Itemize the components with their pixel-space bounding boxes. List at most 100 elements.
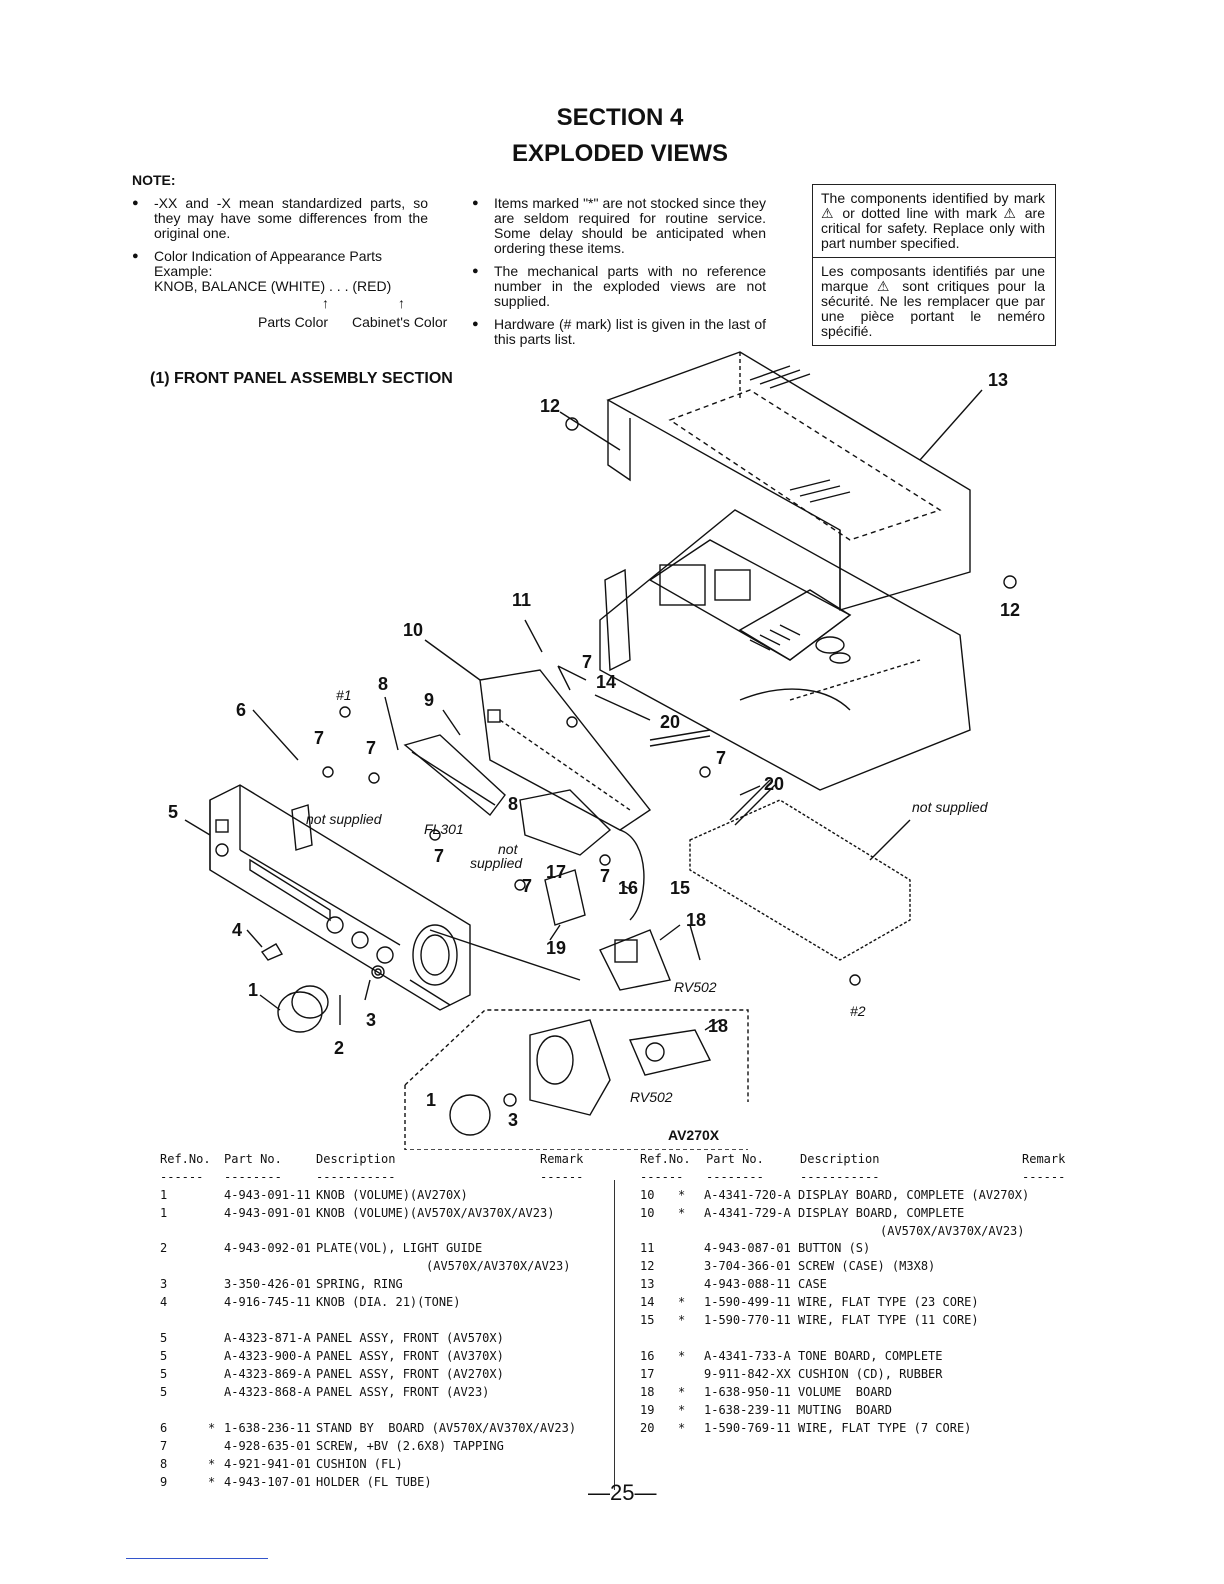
dash-part-right: -------- [706, 1170, 764, 1184]
standby-board-drawing [291, 804, 313, 851]
safety-notice-box: The components identified by mark ⚠ or d… [812, 184, 1056, 346]
callout-12: 12 [540, 396, 560, 416]
callout-3b: 3 [508, 1110, 518, 1130]
header-desc: Description [316, 1152, 396, 1166]
header-remark-right: Remark [1022, 1152, 1066, 1166]
not-label: not [498, 841, 519, 857]
display-board-drawing [479, 669, 652, 831]
safety-notice-french: Les composants identifiés par une marque… [813, 257, 1055, 345]
screw-drawings [322, 417, 1017, 986]
fl-holder-drawing [403, 734, 506, 817]
note-item-mechanical: The mechanical parts with no reference n… [472, 264, 766, 309]
callout-18b: 18 [708, 1016, 728, 1036]
callout-18: 18 [686, 910, 706, 930]
callout-5: 5 [168, 802, 178, 822]
callout-19: 19 [546, 938, 566, 958]
dash-desc: ----------- [316, 1170, 396, 1184]
av270x-label: AV270X [668, 1127, 720, 1143]
page-title: EXPLODED VIEWS [511, 140, 729, 167]
rv502-label-2: RV502 [630, 1089, 673, 1105]
section-number: SECTION 4 [556, 104, 684, 131]
callout-20b: 20 [764, 774, 784, 794]
page-number: —25— [588, 1480, 657, 1505]
dash-desc-right: ----------- [800, 1170, 880, 1184]
supplied-label: supplied [470, 855, 523, 871]
arrow-up-icon: ↑ [398, 295, 405, 311]
header-part: Part No. [224, 1152, 282, 1166]
dash-part: -------- [224, 1170, 282, 1184]
callout-14: 14 [596, 672, 616, 692]
volume-board-drawing [599, 929, 671, 991]
section-heading: (1) FRONT PANEL ASSEMBLY SECTION [150, 370, 453, 387]
callout-7g: 7 [522, 876, 532, 896]
hardware-1-label: #1 [336, 687, 352, 703]
fl301-label: FL301 [424, 821, 464, 837]
note-item-not-stocked: Items marked "*" are not stocked since t… [472, 196, 766, 256]
callout-16: 16 [618, 878, 638, 898]
dash-ref: ------ [160, 1170, 204, 1184]
callout-7d: 7 [716, 748, 726, 768]
note-arrows: ↑ ↑ [132, 294, 428, 312]
callout-10: 10 [403, 620, 423, 640]
callout-15: 15 [670, 878, 690, 898]
parts-color-label: Parts Color [258, 314, 329, 330]
front-panel-drawing [209, 784, 471, 1011]
safety-notice-english: The components identified by mark ⚠ or d… [821, 190, 1045, 251]
table-divider [614, 1180, 615, 1490]
dash-ref-right: ------ [640, 1170, 684, 1184]
callout-7: 7 [582, 652, 592, 672]
note-item-color: Color Indication of Appearance Parts [132, 249, 428, 265]
header-part-right: Part No. [706, 1152, 764, 1166]
callout-8b: 8 [508, 794, 518, 814]
callout-4: 4 [232, 920, 242, 940]
leader-lines [184, 389, 983, 1025]
header-desc-right: Description [800, 1152, 880, 1166]
note-example-label: Example: [154, 263, 213, 279]
callout-8: 8 [378, 674, 388, 694]
note-example-line: KNOB, BALANCE (WHITE) . . . (RED) [154, 278, 392, 294]
bottom-shield-drawing [689, 799, 911, 961]
header-remark: Remark [540, 1152, 584, 1166]
cabinet-color-label: Cabinet's Color [352, 314, 448, 330]
footer-line [126, 1558, 268, 1559]
table-row: (AV570X/AV370X/AV23) [880, 1224, 1025, 1238]
rv502-label: RV502 [674, 979, 717, 995]
callout-7e: 7 [434, 846, 444, 866]
exploded-view-diagram: 13 12 12 11 10 7 14 8 9 6 #1 7 7 20 7 20… [168, 351, 1020, 1150]
muting-board-drawing [544, 869, 586, 926]
callout-7b: 7 [314, 728, 324, 748]
callout-2: 2 [334, 1038, 344, 1058]
callout-7f: 7 [600, 866, 610, 886]
callout-13: 13 [988, 370, 1008, 390]
header-ref: Ref.No. [160, 1152, 211, 1166]
callout-1: 1 [248, 980, 258, 1000]
arrow-up-icon: ↑ [322, 295, 329, 311]
note-item-standardized: -XX and -X mean standardized parts, so t… [132, 196, 428, 241]
volume-knob-drawing [277, 965, 385, 1033]
table-row: (AV570X/AV370X/AV23) [426, 1259, 571, 1273]
note-column-2: Items marked "*" are not stocked since t… [472, 196, 766, 355]
av270x-inset-drawing [404, 1009, 749, 1150]
callout-7c: 7 [366, 738, 376, 758]
callout-11: 11 [512, 590, 531, 610]
